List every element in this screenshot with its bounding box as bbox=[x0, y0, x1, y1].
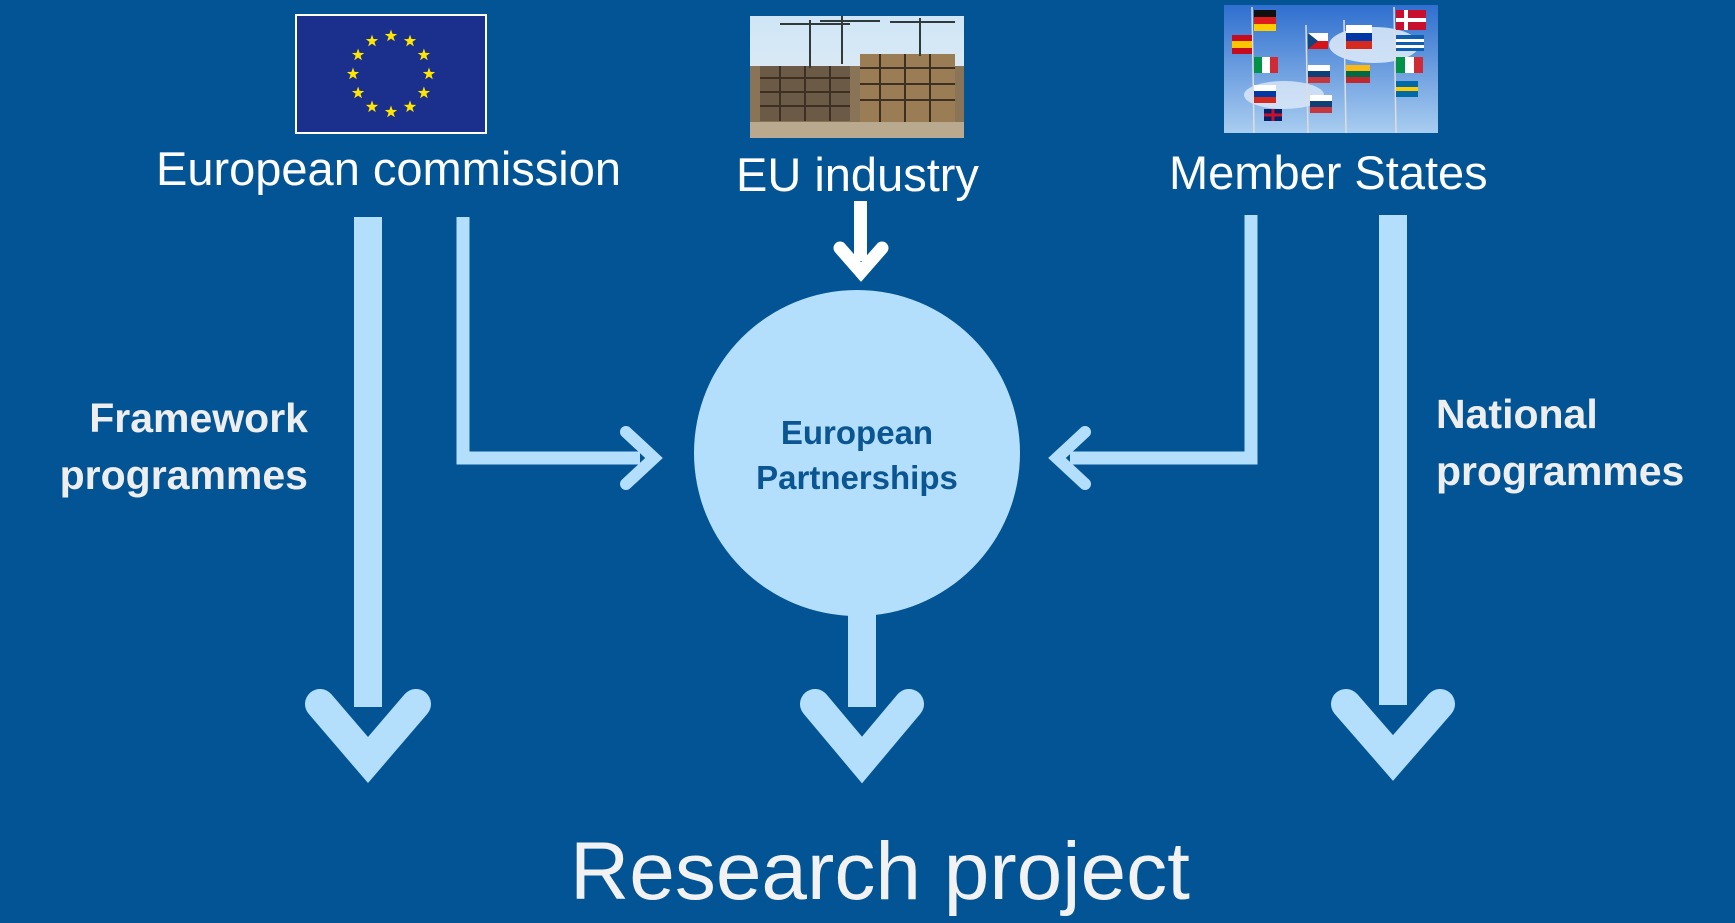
eu-star-icon bbox=[365, 34, 379, 47]
construction-site-photo bbox=[750, 16, 964, 138]
european-commission-label: European commission bbox=[156, 142, 621, 195]
eu-industry-label: EU industry bbox=[736, 148, 979, 201]
eu-star-icon bbox=[403, 34, 417, 47]
framework-label-line1: Framework bbox=[89, 395, 308, 441]
eu-star-icon bbox=[365, 100, 379, 113]
national-label-line1: National bbox=[1436, 391, 1598, 437]
european-partnerships-circle bbox=[694, 290, 1020, 616]
eu-star-icon bbox=[422, 67, 436, 80]
eu-flag-icon bbox=[295, 14, 487, 134]
hub-arrow-shaft bbox=[848, 600, 876, 707]
commission-to-hub-arrow-head bbox=[620, 426, 663, 490]
eu-star-icon bbox=[351, 48, 365, 61]
eu-star-icon bbox=[384, 105, 398, 118]
national-flags-photo bbox=[1224, 5, 1438, 133]
eu-star-icon bbox=[351, 86, 365, 99]
national-arrow-shaft bbox=[1379, 215, 1407, 705]
eu-star-icon bbox=[384, 29, 398, 42]
research-project-title: Research project bbox=[570, 826, 1190, 917]
hub-label-line1: European bbox=[780, 414, 934, 451]
framework-arrow-head bbox=[305, 689, 431, 784]
framework-arrow-shaft bbox=[354, 217, 382, 707]
national-arrow-head bbox=[1331, 689, 1455, 781]
framework-label-line2: programmes bbox=[59, 452, 308, 498]
national-label-line2: programmes bbox=[1436, 448, 1685, 494]
national-programmes-label: National programmes bbox=[1436, 386, 1684, 500]
eu-star-icon bbox=[417, 48, 431, 61]
industry-arrow-head bbox=[833, 241, 889, 282]
eu-star-icon bbox=[417, 86, 431, 99]
member-states-to-hub-arrow-head bbox=[1048, 426, 1091, 490]
member-states-to-hub-arrow bbox=[1070, 215, 1258, 465]
european-partnerships-label: European Partnerships bbox=[697, 410, 1017, 500]
eu-star-icon bbox=[403, 100, 417, 113]
hub-arrow-head bbox=[800, 689, 924, 784]
commission-to-hub-arrow bbox=[456, 217, 640, 465]
eu-star-icon bbox=[346, 67, 360, 80]
member-states-label: Member States bbox=[1169, 146, 1488, 199]
framework-programmes-label: Framework programmes bbox=[60, 390, 308, 504]
hub-label-line2: Partnerships bbox=[756, 459, 958, 496]
industry-arrow-shaft bbox=[854, 201, 867, 261]
